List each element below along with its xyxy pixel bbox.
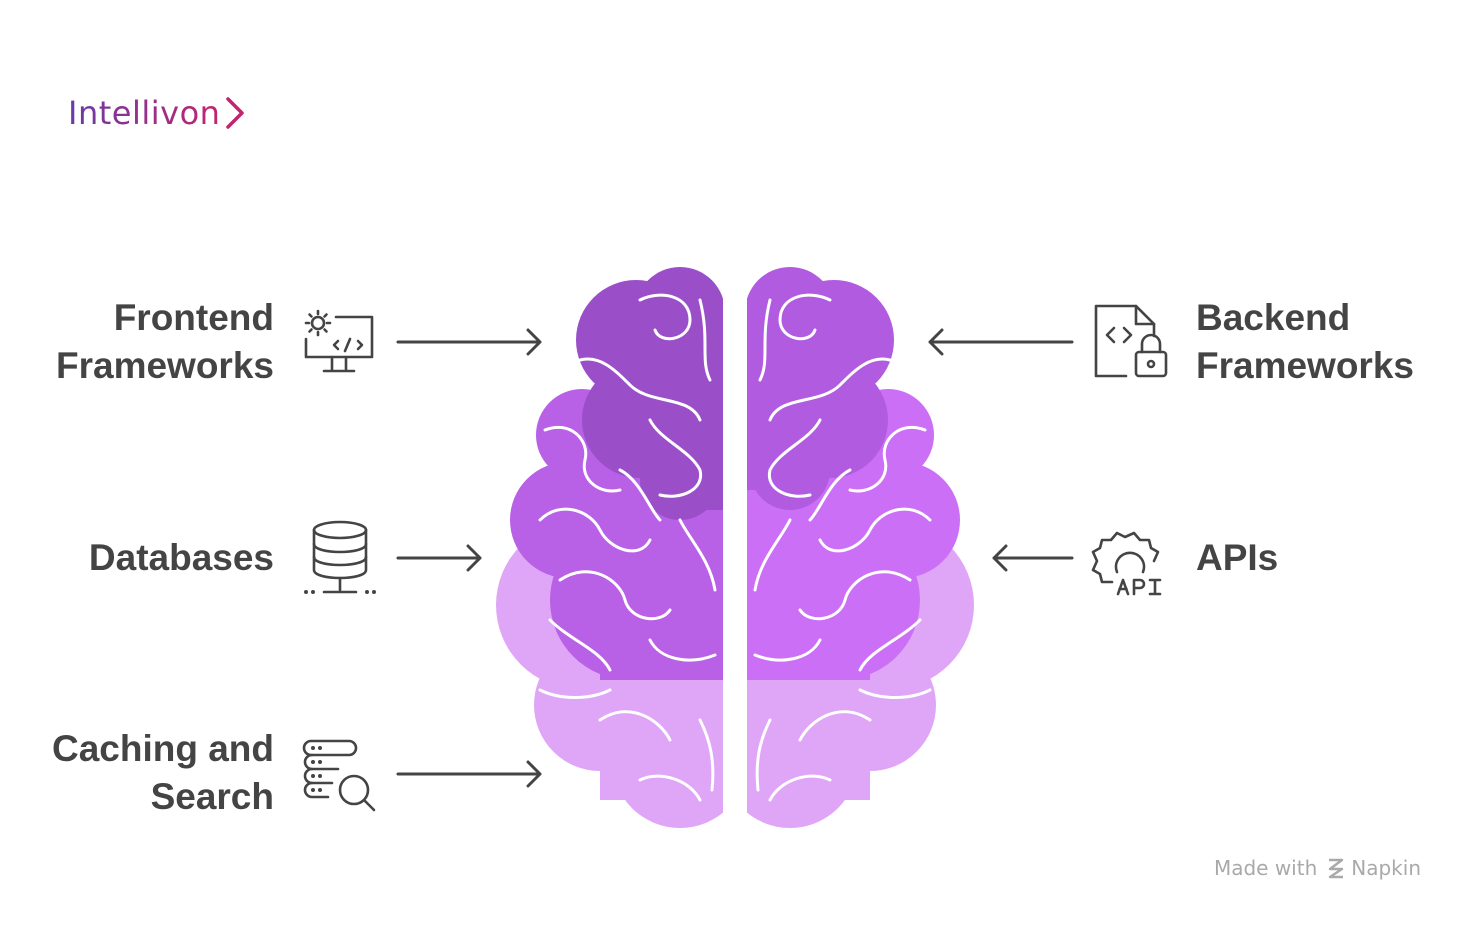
arrow-apis (992, 544, 1074, 572)
napkin-logo-icon (1329, 858, 1344, 879)
database-network-icon (304, 520, 376, 594)
apis-label: APIs (1196, 537, 1279, 578)
arrow-backend (928, 328, 1074, 356)
brand-name: Intellivon (68, 94, 221, 132)
arrow-databases (396, 544, 482, 572)
arrow-caching (396, 760, 542, 788)
monitor-code-gear-icon (304, 309, 374, 373)
napkin-text: Napkin (1351, 856, 1421, 880)
chevron-right-icon (226, 97, 245, 129)
databases-label: Databases (88, 537, 274, 578)
locked-code-file-icon (1094, 304, 1168, 378)
made-with-napkin: Made with Napkin (1214, 856, 1421, 880)
backend-frameworks-label: Backend Frameworks (1196, 297, 1414, 386)
left-dark-lobes (576, 267, 723, 520)
brain-illustration (496, 267, 974, 828)
made-with-text: Made with (1213, 856, 1318, 880)
api-gear-icon (1091, 531, 1162, 596)
arrow-frontend (396, 328, 542, 356)
caching-search-label: Caching and Search (51, 728, 274, 817)
frontend-frameworks-label: Frontend Frameworks (56, 297, 274, 386)
server-search-icon (302, 739, 376, 812)
brand-logo: Intellivon (68, 94, 246, 132)
